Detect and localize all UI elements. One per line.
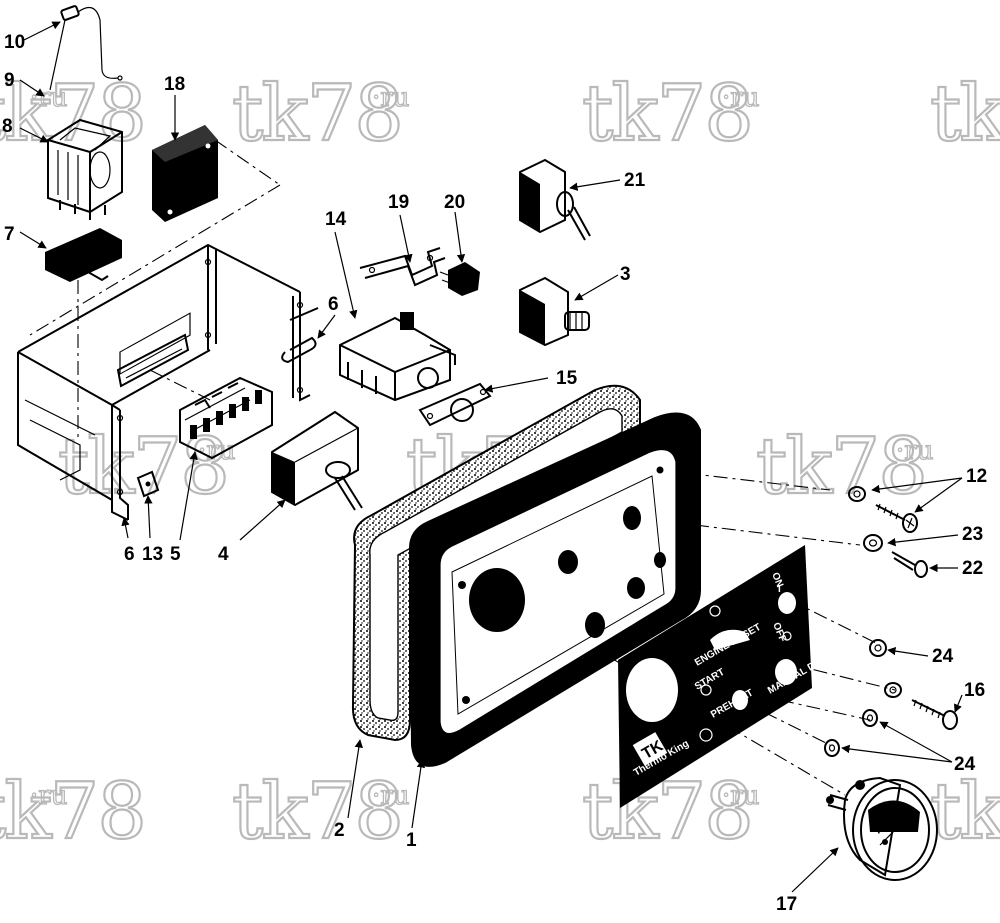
part-18-module bbox=[152, 125, 218, 222]
watermark-suffix: ·ru bbox=[30, 781, 67, 811]
watermark: tk78·ru bbox=[581, 766, 760, 858]
watermark-text: tk78 bbox=[582, 69, 752, 159]
callout-5: 5 bbox=[170, 544, 181, 565]
alignment-line bbox=[789, 599, 881, 646]
callout-13: 13 bbox=[142, 544, 163, 565]
callout-2: 2 bbox=[334, 820, 345, 841]
part-13-plate bbox=[136, 470, 160, 498]
fasteners bbox=[824, 486, 958, 757]
watermark-text: tk78 bbox=[582, 767, 752, 857]
callout-numbers: 10 9 8 18 7 6 14 19 20 21 3 15 4 5 13 6 … bbox=[2, 32, 987, 915]
callout-14: 14 bbox=[325, 209, 347, 230]
callout-19: 19 bbox=[388, 192, 409, 213]
watermark-text: tk78 bbox=[232, 69, 402, 159]
alignment-line bbox=[739, 699, 831, 746]
alignment-line bbox=[149, 369, 211, 401]
callout-8: 8 bbox=[2, 116, 13, 137]
watermark-text: tk78 bbox=[930, 767, 1000, 857]
callout-leaders bbox=[19, 21, 963, 893]
callout-17: 17 bbox=[776, 894, 797, 915]
alignment-line bbox=[29, 184, 281, 336]
part-8-relay bbox=[47, 118, 123, 220]
part-4-toggle-switch bbox=[271, 410, 363, 511]
watermark: tk78 bbox=[929, 766, 1000, 858]
watermark: tk78 bbox=[929, 68, 1000, 160]
callout-12: 12 bbox=[966, 466, 987, 487]
watermark-text: tk78 bbox=[232, 767, 402, 857]
callout-16: 16 bbox=[964, 680, 985, 701]
watermark: tk78·ru bbox=[57, 421, 236, 513]
callout-15: 15 bbox=[556, 368, 578, 389]
watermark-text: tk78 bbox=[0, 767, 145, 857]
callout-4: 4 bbox=[218, 544, 229, 565]
watermark-suffix: ·ru bbox=[722, 83, 759, 113]
part-14-switch bbox=[339, 312, 456, 402]
callout-3: 3 bbox=[620, 264, 631, 285]
callout-22: 22 bbox=[962, 558, 983, 579]
callout-18: 18 bbox=[164, 74, 185, 95]
watermark: tk78·ru bbox=[231, 766, 410, 858]
callout-20: 20 bbox=[444, 192, 465, 213]
watermark-text: tk78 bbox=[756, 422, 926, 512]
callout-23: 23 bbox=[962, 524, 983, 545]
part-21-toggle-switch bbox=[519, 158, 591, 241]
label-on: ON bbox=[769, 571, 785, 589]
callout-24-top: 24 bbox=[932, 646, 954, 667]
callout-7: 7 bbox=[4, 224, 15, 245]
watermark-suffix: ·ru bbox=[896, 436, 933, 466]
alignment-line bbox=[214, 139, 281, 186]
watermark: tk78·ru bbox=[755, 421, 934, 513]
part-20-button bbox=[439, 262, 480, 296]
alignment-line bbox=[779, 699, 871, 721]
part-7-terminal-strip bbox=[45, 228, 122, 282]
watermark-suffix: ·ru bbox=[722, 781, 759, 811]
part-5-terminal-block bbox=[179, 376, 273, 460]
watermark-suffix: ·ru bbox=[372, 781, 409, 811]
watermark-suffix: ·ru bbox=[30, 83, 67, 113]
part-17-gauge: HMECON bbox=[826, 776, 938, 881]
alignment-line bbox=[694, 524, 861, 546]
callout-6-clip: 6 bbox=[328, 294, 339, 315]
callout-9: 9 bbox=[4, 70, 15, 91]
label-on-symbol: I bbox=[778, 584, 781, 595]
watermark-text: tk78 bbox=[930, 69, 1000, 159]
part-15-switch-plate bbox=[418, 382, 492, 427]
watermark-text: tk78 bbox=[58, 422, 228, 512]
part-2-gasket bbox=[351, 384, 641, 742]
watermark: tk78·ru bbox=[0, 68, 148, 160]
callout-6: 6 bbox=[124, 544, 135, 565]
part-19-bracket bbox=[359, 247, 446, 287]
part-1-bezel bbox=[408, 412, 701, 767]
part-10-sensor bbox=[49, 5, 123, 91]
watermark: tk78·ru bbox=[0, 766, 148, 858]
callout-21: 21 bbox=[624, 170, 646, 191]
part-6-clip bbox=[281, 307, 319, 364]
watermark-suffix: ·ru bbox=[372, 83, 409, 113]
watermark-text: tk78 bbox=[0, 69, 145, 159]
watermark-suffix: ·ru bbox=[198, 436, 235, 466]
watermark: tk78·ru bbox=[581, 68, 760, 160]
watermark: tk78·ru bbox=[231, 68, 410, 160]
part-6-control-box bbox=[17, 243, 311, 521]
callout-24-bottom: 24 bbox=[954, 754, 976, 775]
part-3-push-switch bbox=[519, 276, 590, 347]
callout-10: 10 bbox=[4, 32, 25, 53]
callout-1: 1 bbox=[406, 830, 417, 851]
